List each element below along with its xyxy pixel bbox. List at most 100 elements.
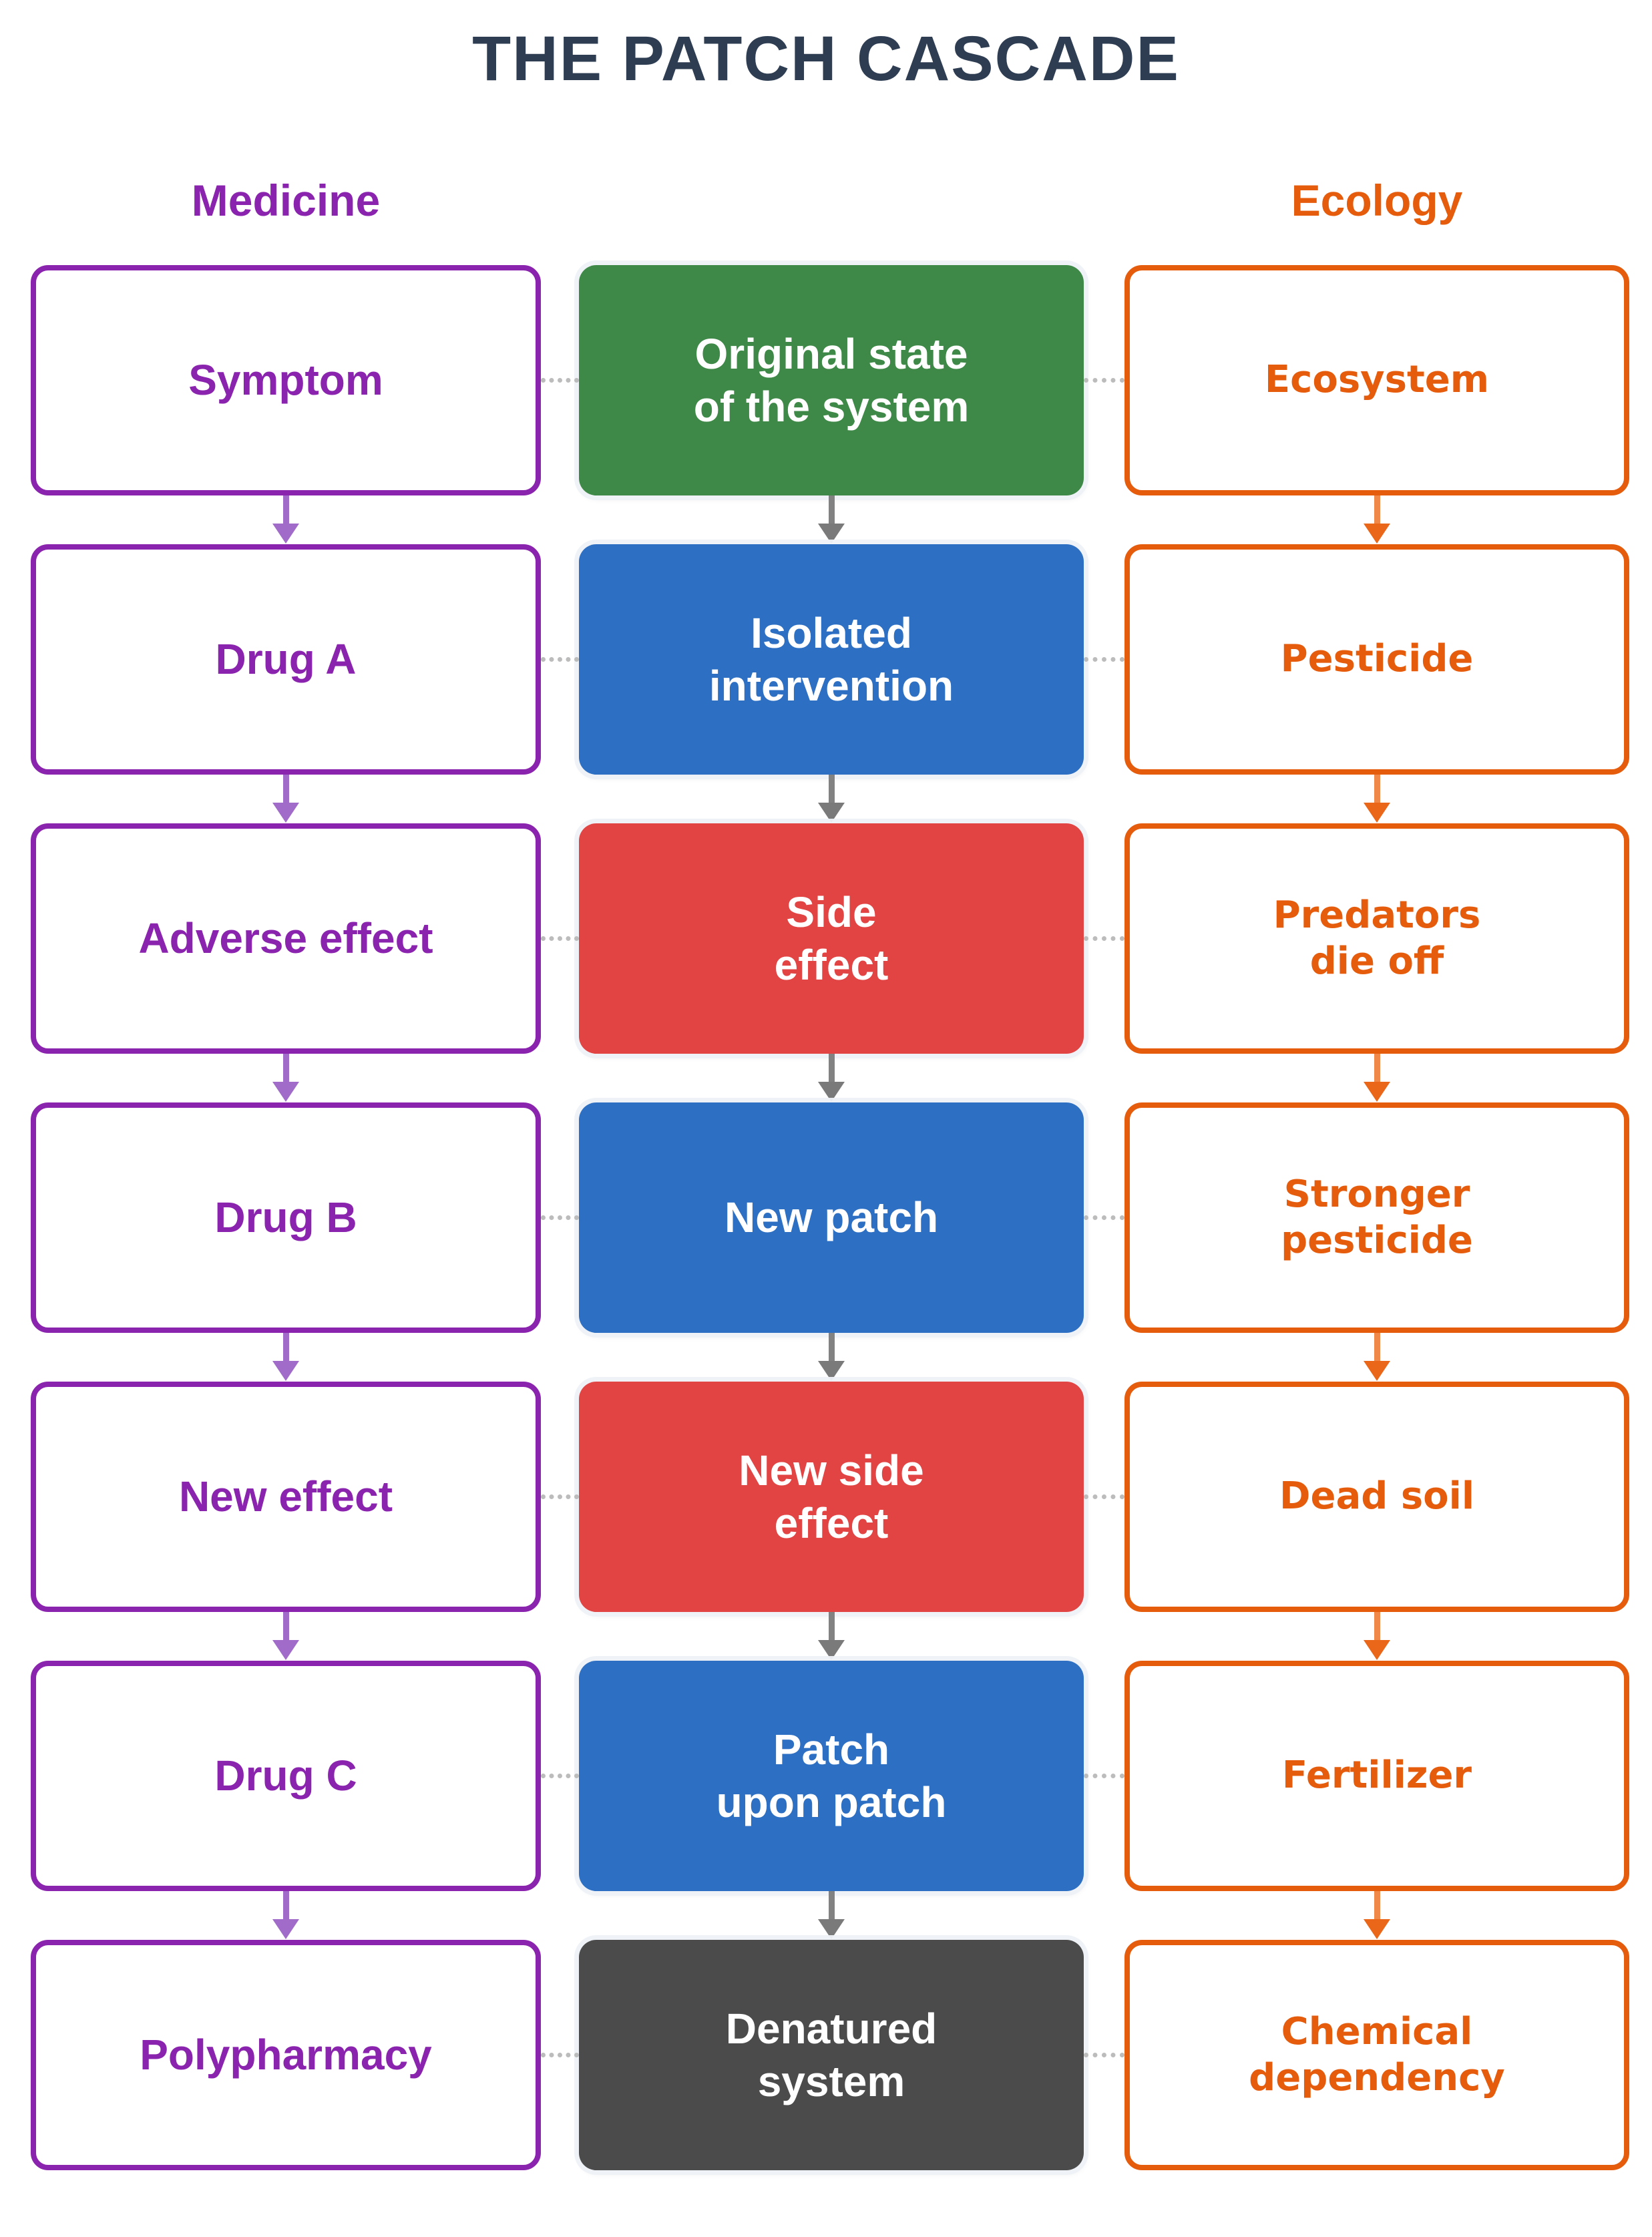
box-label: Adverse effect: [138, 914, 433, 963]
ecology-row-7: Chemical dependency: [1124, 1940, 1629, 2170]
down-arrow-icon: [1362, 495, 1392, 544]
box-label: Polypharmacy: [140, 2031, 432, 2079]
row-connector: [541, 936, 579, 941]
ecology-row-4: Stronger pesticide: [1124, 1102, 1629, 1381]
row-connector: [1084, 1773, 1124, 1778]
down-arrow-icon: [1362, 775, 1392, 823]
box-adverse-effect: Adverse effect: [31, 823, 541, 1054]
box-symptom: Symptom: [31, 265, 541, 495]
box-patch-upon-patch: Patch upon patch: [579, 1661, 1084, 1891]
page-title: THE PATCH CASCADE: [472, 23, 1180, 94]
row-connector: [1084, 936, 1124, 941]
box-isolated-intervention: Isolated intervention: [579, 544, 1084, 775]
box-drug-c: Drug C: [31, 1661, 541, 1891]
medicine-row-7: Polypharmacy: [31, 1940, 541, 2170]
down-arrow-icon: [271, 1891, 300, 1940]
down-arrow-icon: [817, 775, 846, 823]
box-fertilizer: Fertilizer: [1124, 1661, 1629, 1891]
medicine-row-4: Drug B: [31, 1102, 541, 1381]
diagram-grid: Symptom Drug A Adverse effect Drug B New…: [31, 265, 1629, 2170]
box-label: New side effect: [739, 1446, 924, 1547]
ecology-row-6: Fertilizer: [1124, 1661, 1629, 1939]
box-label: Isolated intervention: [708, 609, 954, 710]
box-label: Original state of the system: [693, 330, 970, 431]
box-label: Pesticide: [1280, 637, 1474, 681]
box-label: Symptom: [188, 356, 383, 405]
column-header-medicine: Medicine: [191, 176, 381, 225]
down-arrow-icon: [1362, 1891, 1392, 1940]
row-connector: [1084, 1215, 1124, 1220]
system-row-3: Side effect: [541, 823, 1124, 1102]
medicine-row-2: Drug A: [31, 544, 541, 823]
down-arrow-icon: [817, 1333, 846, 1382]
down-arrow-icon: [271, 1054, 300, 1102]
box-original-state: Original state of the system: [579, 265, 1084, 495]
box-label: Dead soil: [1279, 1474, 1475, 1518]
medicine-row-3: Adverse effect: [31, 823, 541, 1102]
column-medicine: Symptom Drug A Adverse effect Drug B New…: [31, 265, 541, 2219]
box-dead-soil: Dead soil: [1124, 1382, 1629, 1612]
row-connector: [541, 1494, 579, 1499]
box-label: Predators die off: [1273, 893, 1481, 983]
down-arrow-icon: [817, 495, 846, 544]
row-connector: [1084, 377, 1124, 383]
down-arrow-icon: [1362, 1333, 1392, 1382]
box-new-patch: New patch: [579, 1102, 1084, 1333]
system-row-7: Denatured system: [541, 1940, 1124, 2170]
box-label: Fertilizer: [1281, 1754, 1472, 1798]
box-label: Chemical dependency: [1249, 2010, 1505, 2099]
column-system: Original state of the system Isolated in…: [541, 265, 1124, 2219]
box-denatured-system: Denatured system: [579, 1940, 1084, 2170]
down-arrow-icon: [271, 1333, 300, 1382]
system-row-5: New side effect: [541, 1382, 1124, 1660]
box-new-effect: New effect: [31, 1382, 541, 1612]
ecology-row-3: Predators die off: [1124, 823, 1629, 1102]
box-pesticide: Pesticide: [1124, 544, 1629, 775]
column-ecology: Ecosystem Pesticide Predators die off St…: [1124, 265, 1629, 2219]
box-new-side-effect: New side effect: [579, 1382, 1084, 1612]
box-label: Denatured system: [725, 2005, 938, 2105]
ecology-row-5: Dead soil: [1124, 1382, 1629, 1660]
system-row-2: Isolated intervention: [541, 544, 1124, 823]
box-label: Drug C: [214, 1752, 357, 1800]
row-connector: [1084, 656, 1124, 662]
box-label: New effect: [178, 1472, 393, 1521]
box-label: Side effect: [774, 888, 889, 989]
down-arrow-icon: [817, 1891, 846, 1940]
box-label: Stronger pesticide: [1281, 1173, 1473, 1262]
medicine-row-1: Symptom: [31, 265, 541, 544]
system-row-6: Patch upon patch: [541, 1661, 1124, 1939]
ecology-row-1: Ecosystem: [1124, 265, 1629, 544]
row-connector: [1084, 2052, 1124, 2057]
row-connector: [541, 1215, 579, 1220]
box-ecosystem: Ecosystem: [1124, 265, 1629, 495]
down-arrow-icon: [817, 1054, 846, 1102]
box-side-effect: Side effect: [579, 823, 1084, 1054]
down-arrow-icon: [271, 1612, 300, 1661]
row-connector: [1084, 1494, 1124, 1499]
medicine-row-5: New effect: [31, 1382, 541, 1660]
row-connector: [541, 2052, 579, 2057]
box-drug-b: Drug B: [31, 1102, 541, 1333]
down-arrow-icon: [817, 1612, 846, 1661]
box-label: Patch upon patch: [716, 1725, 947, 1826]
box-stronger-pesticide: Stronger pesticide: [1124, 1102, 1629, 1333]
box-predators-die-off: Predators die off: [1124, 823, 1629, 1054]
ecology-row-2: Pesticide: [1124, 544, 1629, 823]
row-connector: [541, 1773, 579, 1778]
box-label: Drug A: [215, 635, 357, 684]
down-arrow-icon: [271, 775, 300, 823]
down-arrow-icon: [271, 495, 300, 544]
box-label: Drug B: [214, 1193, 357, 1242]
box-drug-a: Drug A: [31, 544, 541, 775]
system-row-1: Original state of the system: [541, 265, 1124, 544]
box-polypharmacy: Polypharmacy: [31, 1940, 541, 2170]
system-row-4: New patch: [541, 1102, 1124, 1381]
box-chemical-dependency: Chemical dependency: [1124, 1940, 1629, 2170]
row-connector: [541, 656, 579, 662]
medicine-row-6: Drug C: [31, 1661, 541, 1939]
row-connector: [541, 377, 579, 383]
column-header-ecology: Ecology: [1291, 176, 1463, 225]
box-label: New patch: [724, 1193, 939, 1242]
